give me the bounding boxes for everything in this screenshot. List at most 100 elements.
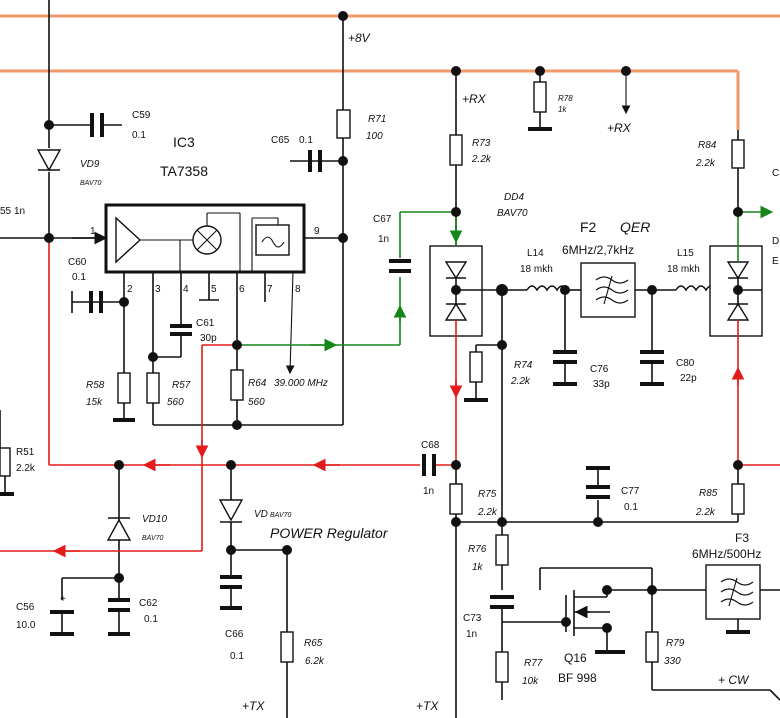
r84-ref: R84 (698, 140, 717, 151)
r65-ref: R65 (304, 638, 323, 649)
r51-val: 2.2k (16, 463, 36, 474)
labels: +8V +RX +RX +TX +TX + CW IC3 TA7358 1 2 … (0, 31, 779, 713)
ic3-pin-6: 6 (239, 284, 245, 295)
c59-ref: C59 (132, 110, 151, 121)
c66-val: 0.1 (230, 651, 244, 662)
label-plus-rx-1: +RX (462, 92, 487, 106)
c62-val: 0.1 (144, 614, 158, 625)
r75-val: 2.2k (477, 507, 498, 518)
ic3-block (104, 203, 306, 274)
c80-val: 22p (680, 373, 697, 384)
label-plus-tx-2: +TX (416, 699, 439, 713)
r76-val: 1k (472, 562, 484, 573)
c61-ref: C61 (196, 318, 215, 329)
edge-label-right-dd: D (772, 236, 779, 247)
ic3-pin-1: 1 (90, 226, 96, 237)
c56-ref: C56 (16, 602, 35, 613)
l14-val: 18 mkh (520, 264, 553, 275)
r76-ref: R76 (468, 544, 487, 555)
c80-ref: C80 (676, 358, 695, 369)
r74-ref: R74 (514, 360, 533, 371)
dd4-name: DD4 (504, 192, 524, 203)
c60-ref: C60 (68, 257, 87, 268)
c76-ref: C76 (590, 364, 609, 375)
c66-ref: C66 (225, 629, 244, 640)
q16-name: Q16 (564, 651, 587, 665)
c56-val: 10.0 (16, 620, 36, 631)
c77-ref: C77 (621, 486, 640, 497)
ic3-name: IC3 (173, 134, 195, 150)
r77-ref: R77 (524, 658, 543, 669)
r58-ref: R58 (86, 380, 105, 391)
r65-val: 6.2k (305, 656, 325, 667)
supply-rails (0, 14, 780, 130)
ic3-freq-note: 39.000 MHz (274, 378, 328, 389)
vd-ref: VD (254, 509, 268, 520)
r57-val: 560 (167, 397, 184, 408)
label-8v: +8V (348, 31, 371, 45)
ic3-pin-2: 2 (127, 284, 133, 295)
junctions (44, 11, 743, 633)
c65-ref: C65 (271, 135, 290, 146)
c59-val: 0.1 (132, 130, 146, 141)
dd4-part: BAV70 (497, 208, 528, 219)
r79-ref: R79 (666, 638, 685, 649)
ic3-pin-3: 3 (155, 284, 161, 295)
vd-val: BAV70 (270, 512, 292, 519)
diodes (36, 149, 750, 541)
vd9-val: BAV70 (80, 180, 102, 187)
c56-polarity: + (60, 594, 66, 605)
ic3-part: TA7358 (160, 163, 208, 179)
edge-label-right-top: C (772, 168, 779, 179)
rx-signal-path (237, 205, 774, 352)
f2-spec: 6MHz/2,7kHz (562, 243, 634, 257)
r64-ref: R64 (248, 378, 267, 389)
tx-signal-path (0, 238, 780, 558)
c62-ref: C62 (139, 598, 158, 609)
c55-val: 1n (14, 206, 25, 217)
l15-ref: L15 (677, 248, 694, 259)
vd10-val: BAV70 (142, 535, 164, 542)
c61-val: 30p (200, 333, 217, 344)
label-plus-rx-2: +RX (607, 121, 632, 135)
f3-spec: 6MHz/500Hz (692, 547, 761, 561)
c68-val: 1n (423, 486, 434, 497)
r78-ref: R78 (558, 94, 573, 103)
q16-part: BF 998 (558, 671, 597, 685)
c65-val: 0.1 (299, 135, 313, 146)
ic3-pin-4: 4 (183, 284, 189, 295)
ic3-pin-7: 7 (267, 284, 273, 295)
l15-val: 18 mkh (667, 264, 700, 275)
l14-ref: L14 (527, 248, 544, 259)
r85-ref: R85 (699, 488, 718, 499)
f2-name: F2 (580, 219, 597, 235)
r85-val: 2.2k (695, 507, 716, 518)
r74-val: 2.2k (510, 376, 531, 387)
ic3-pin-9: 9 (314, 226, 320, 237)
r57-ref: R57 (172, 380, 191, 391)
r71-val: 100 (366, 131, 383, 142)
c67-val: 1n (378, 234, 389, 245)
edge-label-right-e: E (772, 256, 779, 267)
r64-val: 560 (248, 397, 265, 408)
f3-name: F3 (735, 531, 749, 545)
r75-ref: R75 (478, 489, 497, 500)
r51-ref: R51 (16, 447, 35, 458)
r73-val: 2.2k (471, 154, 492, 165)
c55-ref: 55 (0, 206, 12, 217)
r71-ref: R71 (368, 114, 386, 125)
label-plus-cw: + CW (718, 673, 750, 687)
r84-val: 2.2k (695, 158, 716, 169)
vd9-ref: VD9 (80, 159, 100, 170)
r73-ref: R73 (472, 138, 491, 149)
c77-val: 0.1 (624, 502, 638, 513)
label-plus-tx-1: +TX (242, 699, 265, 713)
r78-val: 1k (558, 105, 567, 114)
c73-val: 1n (466, 629, 477, 640)
f2-type: QER (620, 219, 650, 235)
power-regulator-note: POWER Regulator (270, 525, 389, 541)
c73-ref: C73 (463, 613, 482, 624)
c67-ref: C67 (373, 214, 392, 225)
